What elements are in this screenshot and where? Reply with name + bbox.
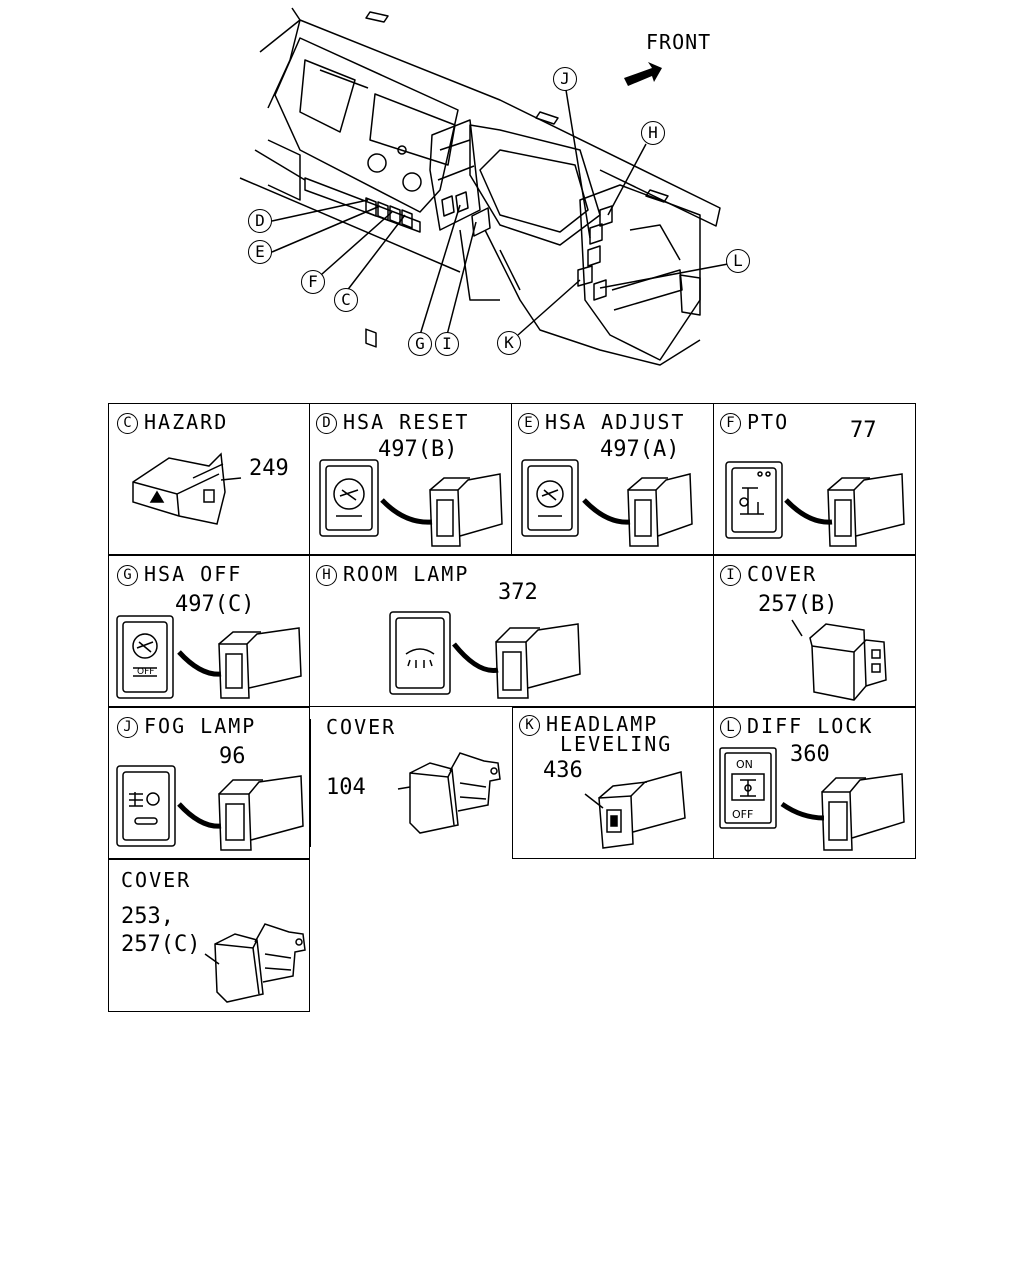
- part-number: 372: [498, 580, 538, 605]
- cell-hsa-reset: D HSA RESET 497(B): [310, 403, 512, 555]
- cell-room-lamp: H ROOM LAMP 372: [310, 555, 714, 707]
- divider: [309, 719, 311, 847]
- part-number: 360: [790, 742, 830, 767]
- cell-hsa-adjust: E HSA ADJUST 497(A): [512, 403, 714, 555]
- headlamp-leveling-switch-icon: [584, 771, 686, 849]
- letter-badge: K: [519, 715, 540, 736]
- part-number: 104: [326, 775, 366, 800]
- cover-253-icon: [204, 923, 306, 1003]
- cell-title: HSA ADJUST: [545, 410, 686, 434]
- hsa-adjust-switch-icon: [521, 459, 693, 547]
- cell-title: DIFF LOCK: [747, 714, 874, 738]
- cover-257b-icon: [791, 619, 887, 701]
- part-number: 96: [219, 744, 246, 769]
- letter-badge: G: [117, 565, 138, 586]
- callout-f: F: [301, 270, 325, 294]
- letter-badge: L: [720, 717, 741, 738]
- switch-parts-grid: C HAZARD 249 D HSA RESET 497(B): [108, 403, 916, 1012]
- callout-h: H: [641, 121, 665, 145]
- cell-title: HSA RESET: [343, 410, 470, 434]
- letter-badge: F: [720, 413, 741, 434]
- cell-title: COVER: [121, 868, 192, 892]
- cell-title: HEADLAMP: [546, 712, 659, 736]
- part-number: 497(A): [600, 437, 680, 462]
- letter-badge: D: [316, 413, 337, 434]
- on-mark: ON: [736, 758, 753, 771]
- callout-k: K: [497, 331, 521, 355]
- room-lamp-switch-icon: [389, 611, 581, 699]
- callout-g: G: [408, 332, 432, 356]
- cell-title: HSA OFF: [144, 562, 243, 586]
- cell-title: FOG LAMP: [144, 714, 257, 738]
- part-number: 497(C): [175, 592, 255, 617]
- letter-badge: J: [117, 717, 138, 738]
- cell-cover-i: I COVER 257(B): [714, 555, 916, 707]
- off-mark: OFF: [137, 667, 154, 677]
- front-label: FRONT: [646, 30, 712, 54]
- cell-cover-104: COVER 104: [309, 707, 512, 859]
- cell-hazard: C HAZARD 249: [108, 403, 310, 555]
- callout-l: L: [726, 249, 750, 273]
- part-number-2: 257(C): [121, 932, 201, 957]
- cell-fog-lamp: J FOG LAMP 96: [108, 707, 310, 859]
- pto-switch-icon: [725, 461, 905, 547]
- cell-title: HAZARD: [144, 410, 229, 434]
- cell-title: COVER: [326, 715, 397, 739]
- part-number: 77: [850, 418, 877, 443]
- hazard-switch-icon: [132, 452, 242, 525]
- cell-cover-253: COVER 253, 257(C): [108, 859, 310, 1012]
- callout-d: D: [248, 209, 272, 233]
- part-number: 257(B): [758, 592, 838, 617]
- cell-title: COVER: [747, 562, 818, 586]
- callout-e: E: [248, 240, 272, 264]
- part-number: 253,: [121, 904, 174, 929]
- cell-pto: F PTO 77: [714, 403, 916, 555]
- part-number: 436: [543, 758, 583, 783]
- cell-title: ROOM LAMP: [343, 562, 470, 586]
- letter-badge: H: [316, 565, 337, 586]
- hsa-off-switch-icon: OFF: [116, 615, 302, 699]
- cell-hsa-off: G HSA OFF 497(C) OFF: [108, 555, 310, 707]
- cell-diff-lock: L DIFF LOCK 360 ON OFF: [714, 707, 916, 859]
- callout-c: C: [334, 288, 358, 312]
- letter-badge: C: [117, 413, 138, 434]
- cell-title: PTO: [747, 410, 790, 434]
- part-number: 497(B): [378, 437, 458, 462]
- dashboard-overview-drawing: [239, 7, 729, 366]
- cover-104-icon: [397, 752, 501, 834]
- hsa-reset-switch-icon: [319, 459, 503, 547]
- diff-lock-switch-icon: ON OFF: [719, 747, 905, 851]
- front-arrow-icon: [624, 62, 662, 86]
- callout-j: J: [553, 67, 577, 91]
- fog-lamp-switch-icon: [116, 765, 304, 851]
- callout-i: I: [435, 332, 459, 356]
- letter-badge: I: [720, 565, 741, 586]
- part-number: 249: [249, 456, 289, 481]
- letter-badge: E: [518, 413, 539, 434]
- cell-title-line2: LEVELING: [560, 732, 673, 756]
- cell-headlamp-leveling: K HEADLAMP LEVELING 436: [512, 707, 714, 859]
- off-mark: OFF: [732, 808, 753, 821]
